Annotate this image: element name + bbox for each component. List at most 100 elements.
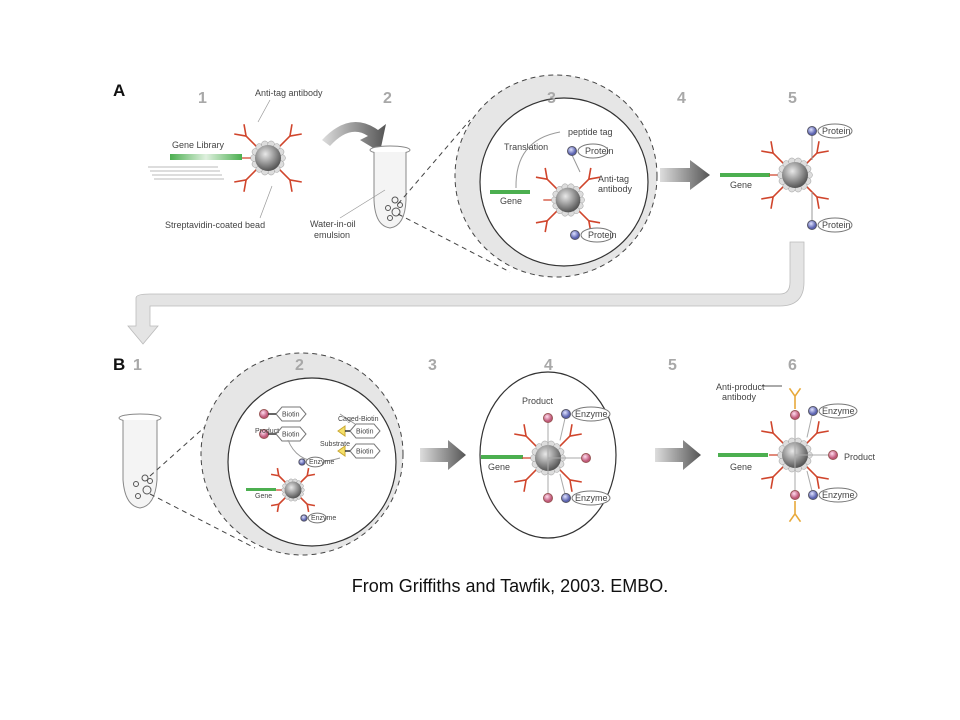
antibody-arm <box>588 167 592 180</box>
antibody-stem <box>577 178 590 191</box>
antibody-icon <box>234 124 258 148</box>
peptide-tag-icon <box>808 490 818 500</box>
bead-icon <box>555 187 581 213</box>
figure-caption: From Griffiths and Tawfik, 2003. EMBO. <box>351 576 669 596</box>
peptide-tag-icon <box>561 409 571 419</box>
product-icon <box>790 490 800 500</box>
enzyme-label: Enzyme <box>575 493 608 503</box>
substrate-label: Substrate <box>320 441 350 448</box>
antibody-stem <box>278 135 291 148</box>
antibody-arm <box>569 433 582 437</box>
emulsion-label: emulsion <box>314 230 350 240</box>
antibody-arm <box>514 479 527 483</box>
antibody-arm <box>761 196 774 200</box>
step-a1: 1 <box>198 90 207 107</box>
antibody-icon <box>805 141 829 165</box>
protein-oval <box>818 487 858 503</box>
antibody-arm <box>289 133 302 137</box>
antibody-arm <box>276 467 280 476</box>
step-b2: 2 <box>295 357 304 374</box>
peptide-tag-icon <box>300 514 308 522</box>
translation-label: Translation <box>504 142 548 152</box>
product-icon <box>259 409 269 419</box>
gene-library <box>148 154 242 180</box>
antibody-arm <box>234 133 247 137</box>
link <box>571 154 581 173</box>
peptide-tag-icon <box>808 406 818 416</box>
antibody-icon <box>761 465 785 489</box>
antibody-arm <box>816 476 829 480</box>
antibody-arm <box>569 479 573 492</box>
gene-bar <box>481 455 523 459</box>
antibody-arm <box>588 176 601 180</box>
antibody-arm <box>569 479 582 483</box>
gene-label-a3: Gene <box>500 196 522 206</box>
protein-label: Protein <box>588 230 617 240</box>
antibody-arm <box>234 179 247 183</box>
gene-bar <box>718 453 768 457</box>
connector-arrow-icon <box>127 241 805 345</box>
antibody-icon <box>270 496 287 513</box>
antibody-arm <box>770 421 774 434</box>
product-icon <box>543 493 553 503</box>
streptavidin-bead <box>761 141 829 209</box>
anti-tag-label-2: antibody <box>598 184 633 194</box>
antibody-arm <box>243 179 247 192</box>
anti-product-antibody-icon <box>788 387 802 409</box>
protein-oval <box>571 406 611 422</box>
protein-oval <box>818 403 858 419</box>
antibody-arm <box>788 387 796 397</box>
panel-label-b: B <box>113 355 125 374</box>
antibody-stem <box>245 168 258 181</box>
curved-arrow-icon <box>322 122 386 152</box>
antibody-arm <box>523 424 527 437</box>
antibody-icon <box>234 168 258 192</box>
gene-label-b2: Gene <box>255 493 272 500</box>
antibody-icon <box>805 185 829 209</box>
antibody-stem <box>278 496 287 505</box>
protein-label: Protein <box>822 220 851 230</box>
peptide-tag-icon <box>807 126 817 136</box>
enzyme-label: Enzyme <box>311 515 336 522</box>
antibody-stem <box>772 152 785 165</box>
panel-label-a: A <box>113 81 125 100</box>
antibody-arm <box>306 467 310 476</box>
antibody-stem <box>558 468 571 481</box>
biotin-hex-icon <box>275 406 307 422</box>
antibody-arm <box>770 196 774 209</box>
biotin-hex-icon <box>275 426 307 442</box>
step-b1: 1 <box>133 357 142 374</box>
antibody-stem <box>772 465 785 478</box>
antibody-stem <box>299 475 308 484</box>
product-icon <box>828 450 838 460</box>
product-label-b2: Product <box>255 428 279 435</box>
antibody-stem <box>805 432 818 445</box>
protein-oval <box>571 490 611 506</box>
antibody-stem <box>245 135 258 148</box>
bead-icon <box>782 162 808 188</box>
antibody-icon <box>299 467 316 484</box>
step-a4: 4 <box>677 90 686 107</box>
peptide-tag-icon <box>570 230 580 240</box>
antibody-icon <box>805 465 829 489</box>
antibody-arm <box>544 220 548 233</box>
step-a3: 3 <box>547 90 556 107</box>
antibody-arm <box>761 150 774 154</box>
gene-label-a5: Gene <box>730 180 752 190</box>
streptavidin-bead-label: Streptavidin-coated bead <box>165 220 265 230</box>
antibody-arm <box>289 179 293 192</box>
product-icon <box>790 410 800 420</box>
anti-tag-antibody-label: Anti-tag antibody <box>255 88 323 98</box>
antibody-stem <box>546 209 559 222</box>
antibody-arm <box>816 430 829 434</box>
emulsion-tube-icon <box>369 145 411 229</box>
protein-oval <box>580 227 614 243</box>
antibody-arm <box>535 220 548 224</box>
antibody-stem <box>805 465 818 478</box>
step-b6: 6 <box>788 357 797 374</box>
antibody-icon <box>514 468 538 492</box>
biotin-label: Biotin <box>356 449 374 456</box>
water-in-oil-label: Water-in-oil <box>310 219 356 229</box>
